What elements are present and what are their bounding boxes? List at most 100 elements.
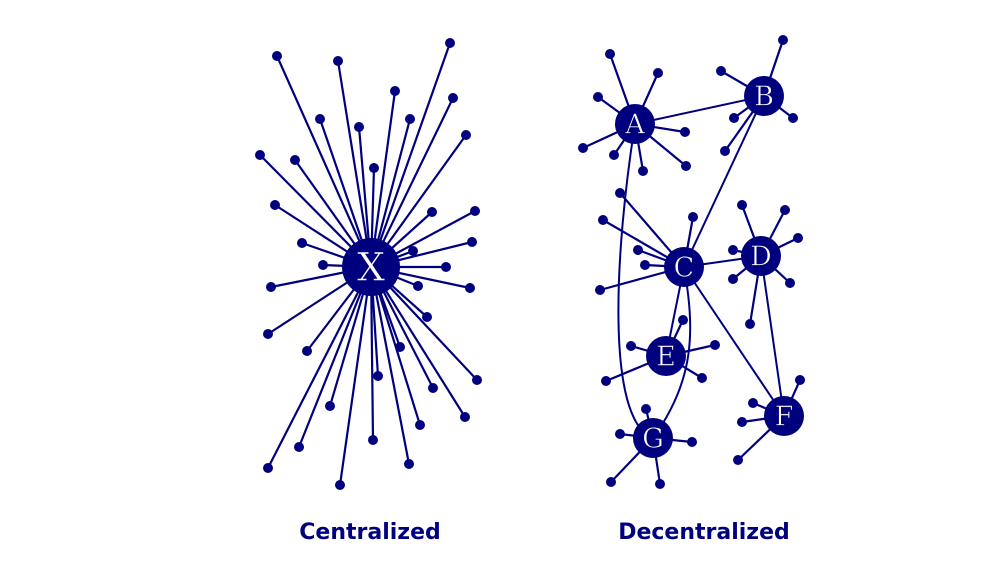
centralized-leaf-node [270, 200, 280, 210]
centralized-leaf-node [448, 93, 458, 103]
hub-c-leaf-node [640, 260, 650, 270]
centralized-edge [369, 266, 411, 465]
hub-f-leaf-node [795, 375, 805, 385]
centralized-leaf-node [368, 435, 378, 445]
hub-a-leaf-node [593, 92, 603, 102]
centralized-leaf-node [315, 114, 325, 124]
hub-c-leaf-node [688, 212, 698, 222]
centralized-leaf-node [318, 260, 328, 270]
centralized-edge [275, 55, 373, 268]
hub-f-leaf-node [748, 398, 758, 408]
centralized-leaf-node [422, 312, 432, 322]
centralized-leaf-node [335, 480, 345, 490]
centralized-leaf-node [325, 401, 335, 411]
hub-e-leaf-node [697, 373, 707, 383]
hub-d-leaf-node [728, 274, 738, 284]
centralized-leaf-node [263, 329, 273, 339]
hub-f-leaf-node [733, 455, 743, 465]
centralized-leaf-node [390, 86, 400, 96]
hub-g-leaf-node [655, 479, 665, 489]
centralized-edge [336, 60, 373, 268]
centralized-caption: Centralized [299, 520, 441, 545]
centralized-leaf-node [408, 246, 418, 256]
centralized-leaf-node [428, 383, 438, 393]
centralized-leaf-node [467, 237, 477, 247]
hub-d-label: D [750, 242, 772, 273]
hub-g-leaf-node [687, 437, 697, 447]
centralized-leaf-node [404, 459, 414, 469]
hub-c-leaf-node [595, 285, 605, 295]
hub-g-leaf-node [606, 477, 616, 487]
hub-c-leaf-node [598, 215, 608, 225]
link-c-g [652, 266, 692, 439]
hub-d-leaf-node [793, 233, 803, 243]
hub-a-leaf-node [680, 127, 690, 137]
hub-f-label: F [775, 402, 794, 433]
hub-c-leaf-node [615, 188, 625, 198]
hub-a-leaf-node [681, 161, 691, 171]
centralized-edge [370, 97, 454, 268]
hub-c-label: C [674, 253, 695, 284]
hub-g [633, 418, 673, 458]
hub-d-leaf-node [728, 245, 738, 255]
hub-e-leaf-node [601, 376, 611, 386]
hub-a-leaf-node [605, 49, 615, 59]
link-a-b [634, 95, 765, 125]
hub-c [664, 247, 704, 287]
hub-b [744, 76, 784, 116]
centralized-leaf-node [272, 51, 282, 61]
hub-b-leaf-node [729, 113, 739, 123]
centralized-leaf-node [415, 420, 425, 430]
centralized-leaf-node [413, 281, 423, 291]
centralized-leaf-node [472, 375, 482, 385]
hub-b-leaf-node [716, 66, 726, 76]
link-a-g [617, 123, 654, 439]
centralized-edge [369, 90, 397, 268]
link-c-f [683, 266, 785, 417]
hub-a-leaf-node [578, 143, 588, 153]
hub-a-leaf-node [638, 166, 648, 176]
centralized-leaf-node [255, 150, 265, 160]
centralized-leaf-node [297, 238, 307, 248]
hub-d [741, 236, 781, 276]
hub-e-label: E [656, 342, 676, 373]
decentralized-caption: Decentralized [618, 520, 790, 545]
centralized-edge [267, 266, 372, 469]
hub-b-label: B [754, 82, 774, 113]
centralized-leaf-node [369, 163, 379, 173]
centralized-leaf-node [354, 122, 364, 132]
hub-a-leaf-node [653, 68, 663, 78]
hub-g-leaf-node [641, 404, 651, 414]
hub-b-leaf-node [720, 146, 730, 156]
centralized-leaf-node [427, 207, 437, 217]
link-d-f [760, 255, 785, 417]
centralized-leaf-node [266, 282, 276, 292]
hub-e [646, 336, 686, 376]
hub-x-label: X [357, 246, 385, 291]
hub-e-leaf-node [626, 341, 636, 351]
centralized-leaf-node [465, 283, 475, 293]
link-b-c [683, 95, 765, 268]
hub-e-leaf-node [710, 340, 720, 350]
hub-e-leaf-node [678, 315, 688, 325]
hub-b-leaf-node [778, 35, 788, 45]
hub-f-leaf-node [737, 417, 747, 427]
centralized-leaf-node [470, 206, 480, 216]
centralized-edge [297, 266, 373, 448]
hub-g-leaf-node [615, 429, 625, 439]
centralized-edge [370, 266, 466, 418]
centralized-leaf-node [302, 346, 312, 356]
hub-a-leaf-node [609, 150, 619, 160]
hub-d-leaf-node [780, 205, 790, 215]
centralized-leaf-node [294, 442, 304, 452]
centralized-leaf-node [441, 262, 451, 272]
hub-d-leaf-node [737, 200, 747, 210]
centralized-edge [369, 42, 452, 268]
hub-f [764, 396, 804, 436]
centralized-edge [338, 266, 373, 486]
hub-d-leaf-node [785, 278, 795, 288]
hub-g-label: G [642, 424, 664, 455]
centralized-leaf-node [263, 463, 273, 473]
hub-a [615, 104, 655, 144]
